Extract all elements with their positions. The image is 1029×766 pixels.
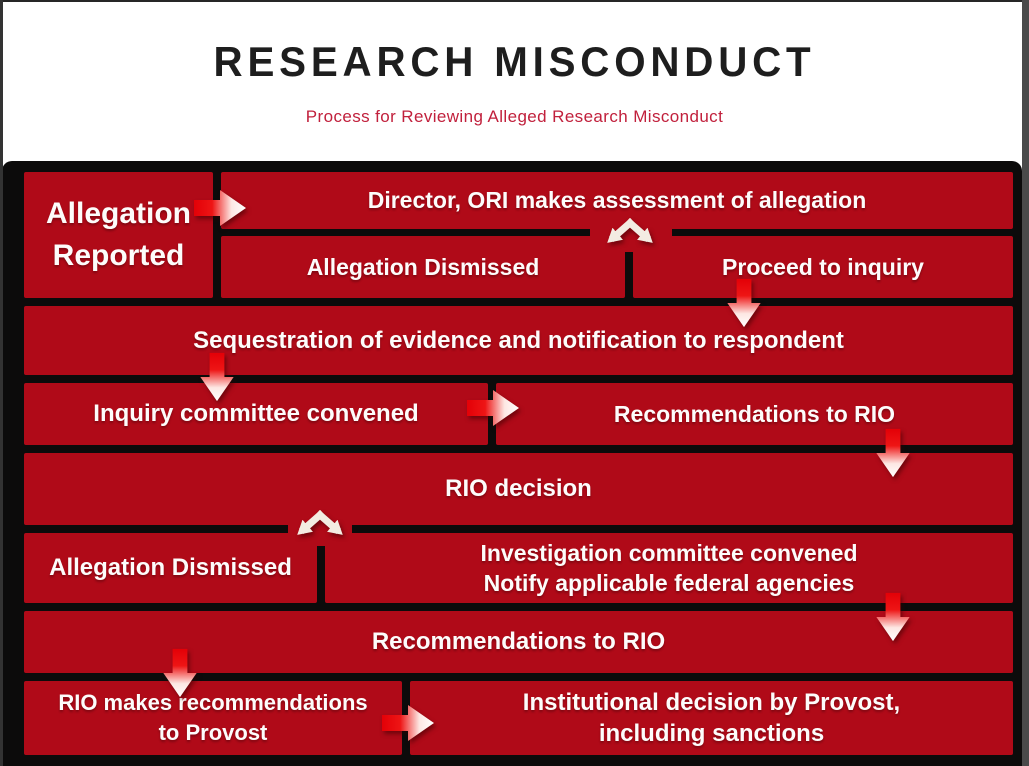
flow-arrow-down-icon — [163, 648, 197, 698]
institutional-decision-line2: including sanctions — [598, 720, 825, 747]
page-subtitle: Process for Reviewing Alleged Research M… — [305, 107, 724, 126]
investigation-committee-line1: Investigation committee convened — [480, 540, 858, 566]
branch-chevron-icon — [286, 507, 354, 545]
allegation-dismissed-1-label: Allegation Dismissed — [306, 253, 540, 280]
node-proceed-to-inquiry: Proceed to inquiry — [633, 236, 1013, 298]
rio-recommendations-provost-line1: RIO makes recommendations — [58, 690, 368, 715]
recommendations-rio-1-label: Recommendations to RIO — [613, 400, 896, 427]
flow-arrow-down-icon — [200, 352, 234, 402]
proceed-to-inquiry-label: Proceed to inquiry — [722, 253, 924, 280]
institutional-decision-line1: Institutional decision by Provost, — [522, 689, 901, 716]
node-investigation-committee: Investigation committee convened Notify … — [325, 533, 1013, 603]
node-sequestration: Sequestration of evidence and notificati… — [24, 306, 1013, 375]
flow-arrow-down-icon — [876, 428, 910, 478]
allegation-reported-line1: Allegation — [45, 197, 191, 230]
node-recommendations-rio-2: Recommendations to RIO — [24, 611, 1013, 673]
divider-patch — [590, 229, 672, 252]
node-recommendations-rio-1: Recommendations to RIO — [496, 383, 1013, 445]
node-rio-recommendations-provost: RIO makes recommendations to Provost — [24, 681, 402, 755]
branch-chevron-icon — [596, 215, 664, 253]
investigation-committee-line2: Notify applicable federal agencies — [483, 570, 855, 596]
inquiry-committee-label: Inquiry committee convened — [93, 400, 419, 427]
flow-arrow-right-icon — [382, 705, 434, 741]
node-allegation-dismissed-1: Allegation Dismissed — [221, 236, 625, 298]
flow-arrow-down-icon — [876, 592, 910, 642]
director-assessment-label: Director, ORI makes assessment of allega… — [367, 187, 867, 213]
page-border-top — [0, 0, 1029, 2]
rio-recommendations-provost-line2: to Provost — [158, 720, 268, 745]
sequestration-label: Sequestration of evidence and notificati… — [193, 326, 844, 354]
page-border-right — [1022, 0, 1029, 766]
allegation-dismissed-2-label: Allegation Dismissed — [49, 554, 292, 581]
node-allegation-dismissed-2: Allegation Dismissed — [24, 533, 317, 603]
node-inquiry-committee: Inquiry committee convened — [24, 383, 488, 445]
page-title: RESEARCH MISCONDUCT — [213, 38, 816, 85]
flow-arrow-right-icon — [467, 390, 519, 426]
page-border-left — [0, 0, 3, 766]
recommendations-rio-2-label: Recommendations to RIO — [371, 628, 666, 655]
node-director-assessment: Director, ORI makes assessment of allega… — [221, 172, 1013, 229]
node-rio-decision: RIO decision — [24, 453, 1013, 525]
flow-arrow-right-icon — [194, 190, 246, 226]
node-institutional-decision: Institutional decision by Provost, inclu… — [410, 681, 1013, 755]
node-allegation-reported: Allegation Reported — [24, 172, 213, 298]
allegation-reported-line2: Reported — [52, 239, 185, 272]
rio-decision-label: RIO decision — [445, 475, 592, 502]
flow-arrow-down-icon — [727, 278, 761, 328]
